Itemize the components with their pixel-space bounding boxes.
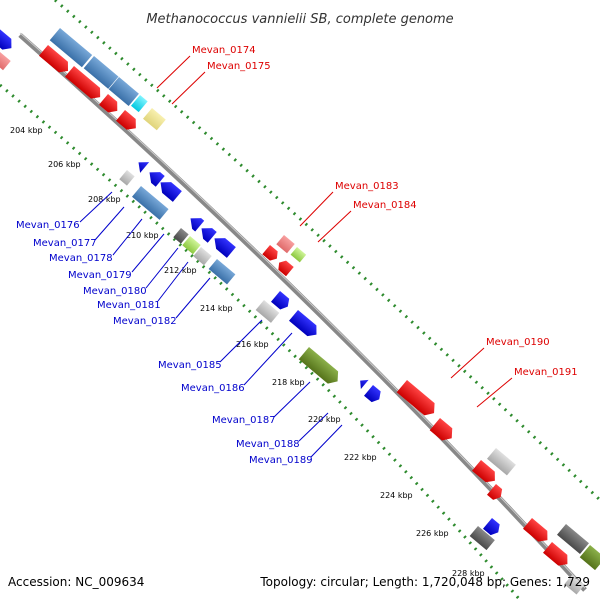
gene-feature-steelblue	[83, 56, 119, 89]
gene-label-mevan-0174[interactable]: Mevan_0174	[192, 45, 256, 56]
gene-feature-red	[99, 94, 118, 113]
gene-feature-blue	[201, 228, 217, 243]
gene-feature-gray	[193, 247, 212, 266]
gene-feature-khaki	[143, 108, 166, 131]
inner-dotted-track	[0, 83, 522, 600]
tick-label: 210 kbp	[126, 231, 159, 240]
gene-feature-lime	[290, 247, 307, 263]
gene-label-mevan-0179[interactable]: Mevan_0179	[68, 270, 132, 281]
gene-label-mevan-0184[interactable]: Mevan_0184	[353, 200, 417, 211]
gene-label-mevan-0185[interactable]: Mevan_0185	[158, 360, 222, 371]
gene-label-mevan-0191[interactable]: Mevan_0191	[514, 367, 578, 378]
gene-feature-lime	[182, 236, 201, 255]
tick-label: 206 kbp	[48, 160, 81, 169]
tick-label: 214 kbp	[200, 304, 233, 313]
gene-feature-blue	[160, 182, 182, 202]
gene-feature-blue	[149, 172, 165, 187]
gene-feature-darkgray	[557, 524, 589, 555]
gene-feature-blue	[138, 162, 150, 173]
tick-label: 222 kbp	[344, 453, 377, 462]
gene-feature-red	[472, 460, 495, 483]
gene-feature-steelblue	[132, 186, 169, 220]
tick-label: 216 kbp	[236, 340, 269, 349]
gene-feature-blue	[360, 379, 369, 390]
map-title: Methanococcus vannielii SB, complete gen…	[146, 12, 453, 27]
tick-label: 224 kbp	[380, 491, 413, 500]
gene-feature-blue	[0, 26, 12, 50]
outer-dotted-track	[54, 0, 600, 502]
gene-feature-cyan	[131, 95, 148, 113]
gene-feature-red	[543, 542, 568, 566]
gene-label-mevan-0178[interactable]: Mevan_0178	[49, 253, 113, 264]
gene-feature-pink	[276, 235, 295, 254]
gene-label-mevan-0183[interactable]: Mevan_0183	[335, 181, 399, 192]
gene-feature-blue	[364, 385, 381, 403]
gene-feature-red	[65, 66, 101, 99]
gene-features	[0, 26, 600, 595]
gene-feature-red	[39, 45, 69, 73]
gene-feature-red	[116, 110, 136, 130]
gene-feature-darkgray	[173, 228, 189, 244]
genome-backbone	[18, 33, 587, 592]
gene-feature-red	[396, 380, 435, 416]
tick-label: 220 kbp	[308, 415, 341, 424]
label-leaders	[79, 55, 513, 458]
gene-feature-darkgray	[469, 526, 495, 551]
gene-feature-blue	[289, 310, 317, 337]
gene-feature-red	[278, 260, 294, 277]
tick-label: 218 kbp	[272, 378, 305, 387]
gene-feature-red	[262, 245, 278, 261]
gene-label-mevan-0181[interactable]: Mevan_0181	[97, 300, 161, 311]
gene-feature-gray	[564, 575, 585, 595]
gene-label-mevan-0177[interactable]: Mevan_0177	[33, 238, 97, 249]
tick-label: 226 kbp	[416, 529, 449, 538]
gene-feature-olive	[579, 545, 600, 571]
gene-feature-blue	[271, 291, 290, 310]
gene-feature-blue	[483, 518, 500, 536]
gene-label-mevan-0187[interactable]: Mevan_0187	[212, 415, 276, 426]
gene-feature-steelblue	[208, 259, 236, 285]
gene-label-mevan-0180[interactable]: Mevan_0180	[83, 286, 147, 297]
accession-text: Accession: NC_009634	[8, 575, 144, 589]
gene-feature-olive	[298, 347, 339, 384]
gene-feature-red	[429, 418, 453, 441]
gene-label-mevan-0175[interactable]: Mevan_0175	[207, 61, 271, 72]
tick-label: 212 kbp	[164, 266, 197, 275]
gene-feature-blue	[214, 238, 236, 258]
gene-label-mevan-0186[interactable]: Mevan_0186	[181, 383, 245, 394]
gene-feature-steelblue	[108, 77, 139, 106]
gene-label-mevan-0189[interactable]: Mevan_0189	[249, 455, 313, 466]
tick-label: 204 kbp	[10, 126, 43, 135]
gene-labels: Mevan_0174 Mevan_0175 Mevan_0183 Mevan_0…	[16, 45, 578, 466]
gene-feature-gray	[255, 300, 280, 323]
gene-feature-steelblue	[49, 27, 93, 68]
scale-ticks: 204 kbp 206 kbp 208 kbp 210 kbp 212 kbp …	[10, 126, 485, 578]
gene-feature-red	[523, 518, 548, 542]
gene-feature-gray	[487, 448, 516, 476]
gene-feature-red	[487, 484, 503, 500]
gene-feature-pink	[0, 52, 11, 71]
gene-label-mevan-0190[interactable]: Mevan_0190	[486, 337, 550, 348]
gene-label-mevan-0176[interactable]: Mevan_0176	[16, 220, 80, 231]
gene-feature-gray	[119, 170, 135, 186]
gene-label-mevan-0182[interactable]: Mevan_0182	[113, 316, 177, 327]
topology-summary: Topology: circular; Length: 1,720,048 bp…	[259, 575, 590, 589]
gene-label-mevan-0188[interactable]: Mevan_0188	[236, 439, 300, 450]
tick-label: 228 kbp	[452, 569, 485, 578]
gene-feature-blue	[190, 218, 205, 232]
